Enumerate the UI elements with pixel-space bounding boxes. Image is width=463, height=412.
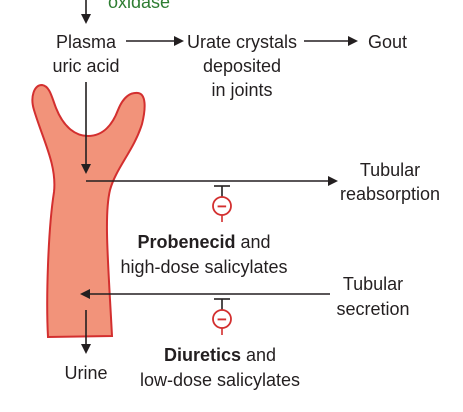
diuretics-connector: and [241, 345, 276, 365]
inhibit-secretion-symbol: − [212, 298, 232, 335]
urine-label: Urine [64, 363, 107, 383]
urate-crystals-label-line1: Urate crystals [187, 32, 297, 52]
tubular-reabsorption-label-line1: Tubular [360, 160, 420, 180]
urate-crystals-label-line3: in joints [211, 80, 272, 100]
probenecid-drug-name: Probenecid [137, 232, 235, 252]
probenecid-label-line1: Probenecid and [137, 232, 270, 252]
probenecid-label-line2: high-dose salicylates [120, 257, 287, 277]
plasma-uric-acid-label-line2: uric acid [52, 56, 119, 76]
enzyme-label-partial: oxidase [108, 0, 170, 12]
urate-crystals-label-line2: deposited [203, 56, 281, 76]
gout-label: Gout [368, 32, 407, 52]
inhibit-minus-icon: − [217, 310, 227, 329]
renal-tubule-shape [31, 83, 146, 339]
tubular-secretion-label-line2: secretion [336, 299, 409, 319]
tubular-secretion-label-line1: Tubular [343, 274, 403, 294]
diuretics-drug-name: Diuretics [164, 345, 241, 365]
inhibit-reabsorption-symbol: − [212, 185, 232, 222]
tubular-reabsorption-label-line2: reabsorption [340, 184, 440, 204]
diuretics-label-line2: low-dose salicylates [140, 370, 300, 390]
diuretics-label-line1: Diuretics and [164, 345, 276, 365]
inhibit-minus-icon: − [217, 197, 227, 216]
probenecid-connector: and [235, 232, 270, 252]
plasma-uric-acid-label-line1: Plasma [56, 32, 117, 52]
